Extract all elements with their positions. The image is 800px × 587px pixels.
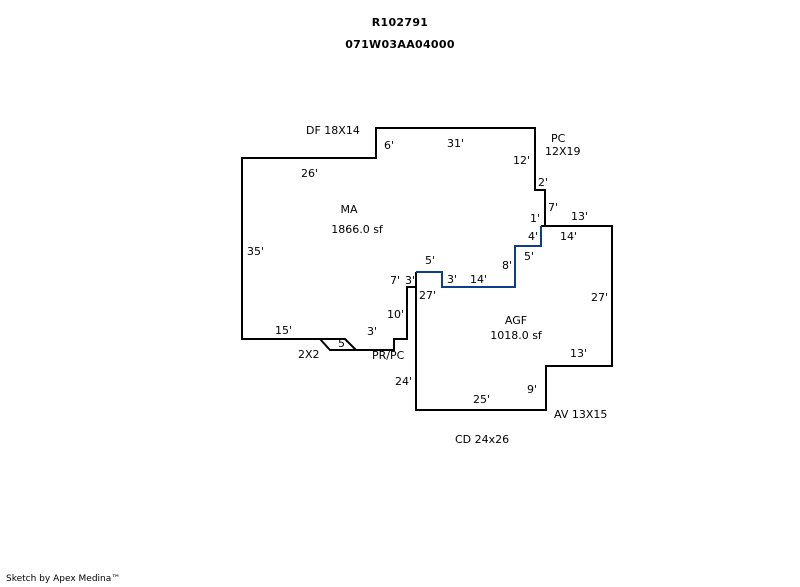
dim-label: 35' <box>247 245 264 258</box>
shared-wall-line <box>416 226 542 288</box>
dim-label: 31' <box>447 137 464 150</box>
two-by-two-label: 2X2 <box>298 348 320 361</box>
dim-label: 10' <box>387 308 404 321</box>
agf-outline <box>415 225 613 411</box>
dim-label: 1' <box>530 212 540 225</box>
dim-label: 7' <box>390 274 400 287</box>
dim-label: 13' <box>570 347 587 360</box>
dim-label: 12' <box>513 154 530 167</box>
dim-label: 27' <box>591 291 608 304</box>
footer-credit: Sketch by Apex Medina™ <box>6 574 121 584</box>
dim-label: 7' <box>548 201 558 214</box>
dim-label: 4' <box>528 230 538 243</box>
prpc-label: PR/PC <box>372 349 405 362</box>
dim-label: 5' <box>524 250 534 263</box>
cd-label: CD 24x26 <box>455 433 509 446</box>
dim-label: 9' <box>527 383 537 396</box>
dim-label: 14' <box>470 273 487 286</box>
dim-label: 27' <box>419 289 436 302</box>
agf-area: 1018.0 sf <box>490 329 543 342</box>
dim-label: 5' <box>338 337 348 350</box>
dim-label: 3' <box>405 274 415 287</box>
map-number: 071W03AA04000 <box>345 38 455 51</box>
ma-area: 1866.0 sf <box>331 223 384 236</box>
dim-label: 26' <box>301 167 318 180</box>
pc-label: PC <box>551 132 566 145</box>
av-label: AV 13X15 <box>554 408 607 421</box>
main-area-outline <box>241 127 546 351</box>
dim-label: 13' <box>571 210 588 223</box>
dim-label: 3' <box>367 325 377 338</box>
dim-label: 25' <box>473 393 490 406</box>
df-label: DF 18X14 <box>306 124 360 137</box>
dim-label: 24' <box>395 375 412 388</box>
dim-label: 2' <box>538 176 548 189</box>
ma-label: MA <box>340 203 357 216</box>
dim-label: 14' <box>560 230 577 243</box>
agf-label: AGF <box>505 314 527 327</box>
dim-label: 15' <box>275 324 292 337</box>
dim-label: 8' <box>502 259 512 272</box>
dim-label: 5' <box>425 254 435 267</box>
account-number: R102791 <box>371 16 429 29</box>
notch-2x2-outline <box>319 338 356 351</box>
dim-label: 3' <box>447 273 457 286</box>
pc-size-label: 12X19 <box>545 145 581 158</box>
dim-label: 6' <box>384 139 394 152</box>
